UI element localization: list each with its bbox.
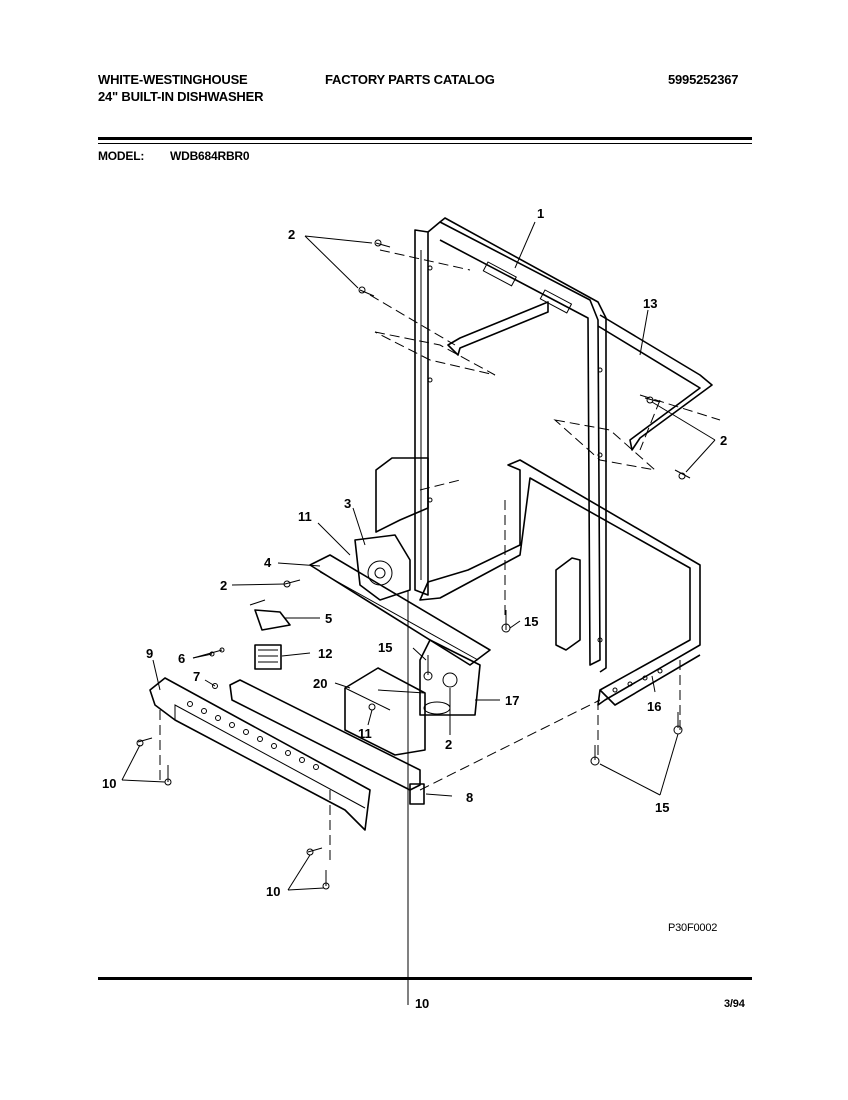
part-base-frame (419, 459, 701, 706)
callout-15-bottom: 15 (655, 800, 669, 815)
callout-2-right: 2 (720, 433, 727, 448)
part-switch (249, 599, 291, 631)
callout-10-left: 10 (102, 776, 116, 791)
callout-2-lower: 2 (445, 737, 452, 752)
header-rule-thick (98, 137, 752, 140)
callout-2-left: 2 (220, 578, 227, 593)
part-toe-plate (229, 679, 421, 791)
callout-12: 12 (318, 646, 332, 661)
screws (136, 239, 691, 890)
part-control-box (344, 667, 426, 756)
product-title: 24" BUILT-IN DISHWASHER (98, 89, 264, 104)
callout-1: 1 (537, 206, 544, 221)
part-cross-brace (597, 314, 713, 451)
catalog-number: 5995252367 (668, 72, 739, 87)
part-control-bracket (309, 554, 491, 666)
callout-15-right: 15 (524, 614, 538, 629)
callout-6: 6 (178, 651, 185, 666)
callouts: 1 2 2 2 2 2 3 4 5 6 7 8 9 10 10 11 11 12… (102, 206, 727, 899)
footer-date: 3/94 (724, 998, 745, 1010)
callout-4: 4 (264, 555, 272, 570)
part-mount-plate-right (555, 557, 581, 651)
catalog-title: FACTORY PARTS CATALOG (325, 72, 495, 87)
part-inner-bracket (447, 301, 549, 356)
callout-9: 9 (146, 646, 153, 661)
callout-2-top: 2 (288, 227, 295, 242)
model-value: WDB684RBR0 (170, 149, 250, 163)
leader-lines (121, 221, 716, 891)
part-frame-upright (414, 217, 607, 673)
part-front-bracket (149, 677, 371, 831)
drawing-code: P30F0002 (668, 922, 718, 934)
page-number: 10 (415, 996, 430, 1011)
part-mount-plate-left (375, 457, 429, 533)
part-transformer (254, 644, 282, 670)
callout-13: 13 (643, 296, 657, 311)
callout-3: 3 (344, 496, 351, 511)
callout-16: 16 (647, 699, 661, 714)
callout-15-center: 15 (378, 640, 392, 655)
callout-10-bottom: 10 (266, 884, 280, 899)
model-label: MODEL: (98, 149, 145, 163)
callout-8: 8 (466, 790, 473, 805)
callout-20: 20 (313, 676, 327, 691)
brand-title: WHITE-WESTINGHOUSE (98, 72, 248, 87)
callout-11-top: 11 (298, 509, 312, 524)
part-clip (409, 783, 425, 805)
callout-11-box: 11 (358, 726, 372, 741)
footer-rule (98, 977, 752, 980)
callout-7: 7 (193, 669, 200, 684)
header-rule-thin (98, 143, 752, 144)
part-pump-assembly (354, 534, 411, 601)
callout-17: 17 (505, 693, 519, 708)
callout-5: 5 (325, 611, 332, 626)
